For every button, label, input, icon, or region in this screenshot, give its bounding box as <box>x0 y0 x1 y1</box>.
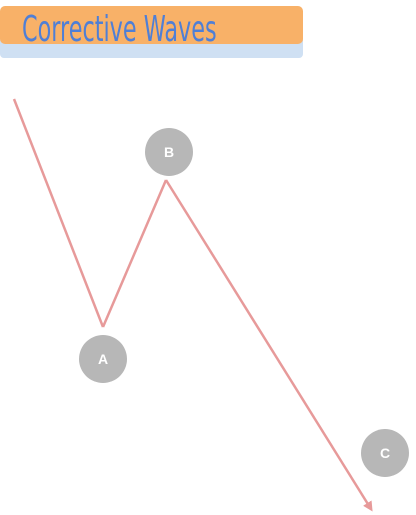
wave-node-c-label: C <box>379 445 391 461</box>
wave-node-a-label: A <box>97 351 109 367</box>
wave-line-a <box>12 98 105 328</box>
wave-line-b <box>101 179 168 328</box>
banner-background <box>0 6 303 44</box>
wave-node-b-label: B <box>163 144 175 160</box>
title-banner: Corrective Waves <box>0 6 303 58</box>
wave-node-a: A <box>79 335 127 383</box>
wave-node-b: B <box>145 128 193 176</box>
page-title: Corrective Waves <box>22 9 217 50</box>
wave-node-c: C <box>361 429 409 477</box>
wave-line-c <box>164 179 373 512</box>
